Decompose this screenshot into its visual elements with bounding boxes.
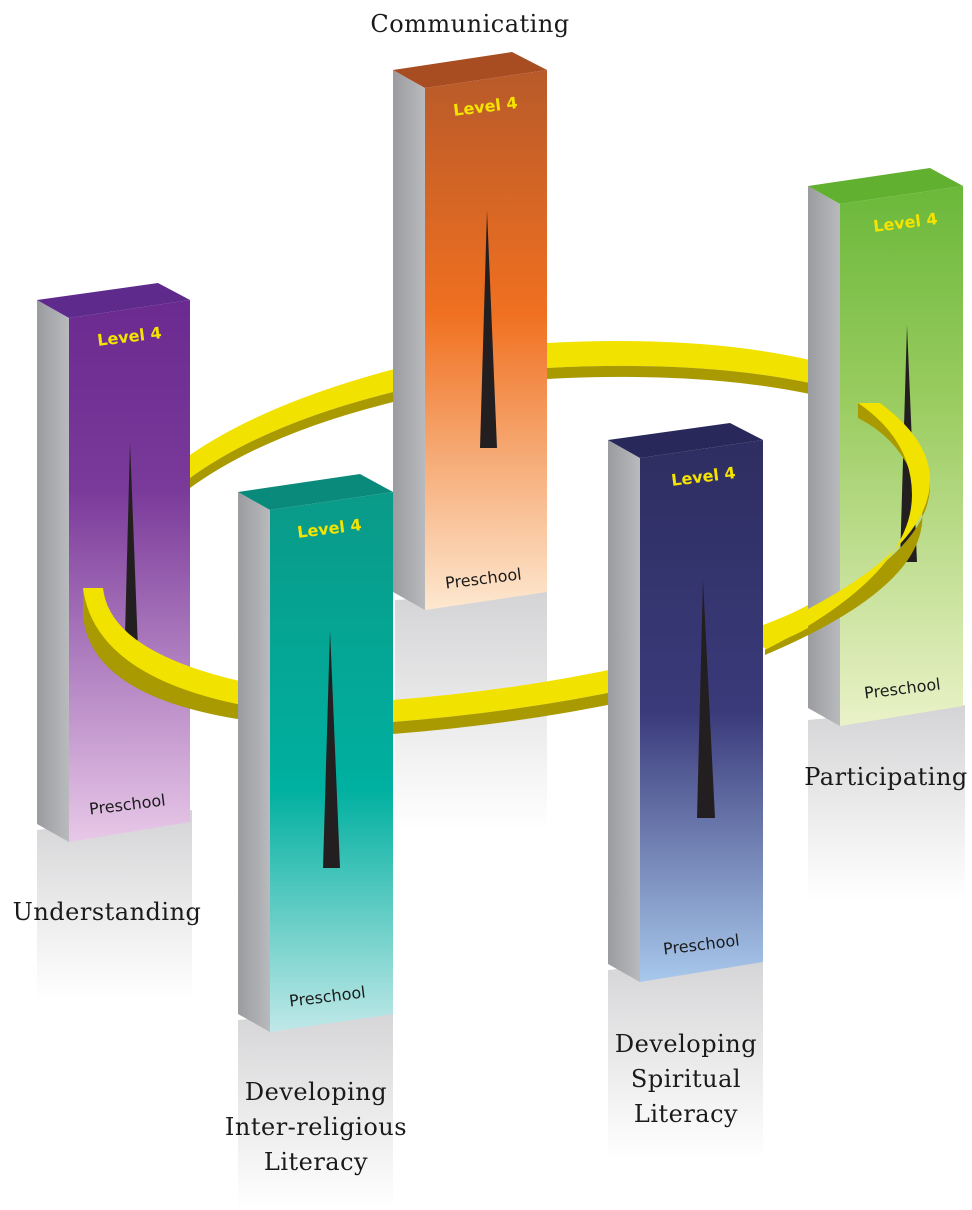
pillar-side <box>238 492 270 1032</box>
pillar-side <box>808 186 840 726</box>
ring-front-right-piece <box>763 605 808 648</box>
pillar-side <box>608 440 640 982</box>
label-participating: Participating <box>804 763 968 791</box>
level-needle <box>697 580 715 818</box>
pillar-top-face <box>808 168 963 204</box>
pillar-side <box>393 70 425 610</box>
level-needle <box>480 210 497 448</box>
level-needle <box>124 442 139 675</box>
pillar-front <box>840 186 963 726</box>
label-spiritual-line2: Spiritual <box>631 1065 741 1093</box>
pillar-top-face <box>393 52 547 88</box>
pillar-top-face <box>238 474 393 510</box>
level-needle <box>323 630 340 868</box>
pillar-communicating: Level 4 Preschool <box>393 52 547 610</box>
pillar-top-face <box>37 283 190 318</box>
label-inter-religious-line1: Developing <box>245 1078 387 1106</box>
ring-front <box>393 665 632 734</box>
label-inter-religious-line3: Literacy <box>264 1148 368 1176</box>
ring-left <box>83 588 258 722</box>
label-spiritual-line3: Literacy <box>634 1100 738 1128</box>
label-understanding: Understanding <box>13 898 202 926</box>
pillar-names: Communicating Understanding Participatin… <box>13 10 968 1176</box>
pillar-reflections <box>37 592 965 1210</box>
label-inter-religious-line2: Inter-religious <box>225 1113 407 1141</box>
pillar-inter-religious: Level 4 Preschool <box>238 474 393 1032</box>
pillar-spiritual: Level 4 Preschool <box>608 423 763 982</box>
ring-back <box>190 341 810 488</box>
pillar-side <box>37 300 69 842</box>
pillar-understanding: Level 4 Preschool <box>37 283 190 842</box>
label-spiritual-line1: Developing <box>615 1030 757 1058</box>
label-communicating: Communicating <box>370 10 569 38</box>
pillar-participating: Level 4 Preschool <box>808 168 963 726</box>
pillar-top-face <box>608 423 763 458</box>
